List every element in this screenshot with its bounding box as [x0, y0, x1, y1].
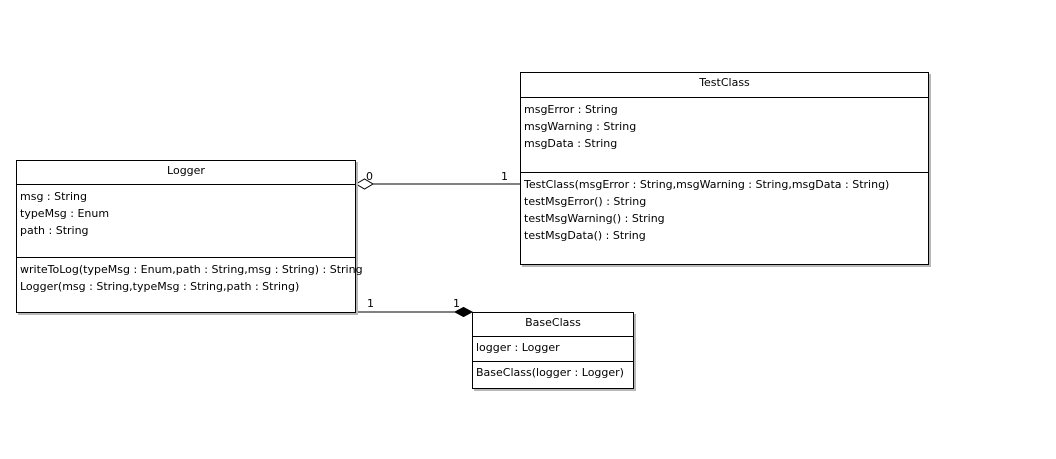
attribute-msg-error: msgError : String [524, 103, 618, 116]
multiplicity-logger-aggregation: 0 [366, 170, 373, 183]
attribute-msg: msg : String [20, 190, 87, 203]
operation-write-to-log: writeToLog(typeMsg : Enum,path : String,… [20, 263, 363, 276]
class-base-class-operations: BaseClass(logger : Logger) [473, 362, 633, 381]
class-logger-operations: writeToLog(typeMsg : Enum,path : String,… [17, 258, 363, 295]
class-base-class-name: BaseClass [473, 313, 633, 337]
operation-test-msg-data: testMsgData() : String [524, 229, 646, 242]
attribute-logger: logger : Logger [476, 341, 560, 354]
class-test-class-name: TestClass [521, 73, 928, 98]
attribute-path: path : String [20, 224, 89, 237]
class-logger-attributes: msg : String typeMsg : Enum path : Strin… [17, 185, 355, 258]
operation-logger-constructor: Logger(msg : String,typeMsg : String,pat… [20, 280, 300, 293]
attribute-msg-data: msgData : String [524, 137, 618, 150]
class-test-class[interactable]: TestClass msgError : String msgWarning :… [520, 72, 929, 265]
operation-base-class-constructor: BaseClass(logger : Logger) [476, 366, 624, 379]
operation-test-msg-error: testMsgError() : String [524, 195, 647, 208]
class-logger[interactable]: Logger msg : String typeMsg : Enum path … [16, 160, 363, 313]
operation-test-class-constructor: TestClass(msgError : String,msgWarning :… [524, 178, 890, 191]
class-logger-name: Logger [17, 161, 355, 185]
class-test-class-attributes: msgError : String msgWarning : String ms… [521, 98, 928, 173]
class-base-class[interactable]: BaseClass logger : Logger BaseClass(logg… [472, 312, 634, 389]
class-test-class-operations: TestClass(msgError : String,msgWarning :… [521, 173, 928, 244]
multiplicity-logger-composition: 1 [367, 297, 374, 310]
attribute-type-msg: typeMsg : Enum [20, 207, 110, 220]
class-base-class-attributes: logger : Logger [473, 337, 633, 362]
operation-test-msg-warning: testMsgWarning() : String [524, 212, 665, 225]
multiplicity-baseclass-composition: 1 [453, 297, 460, 310]
multiplicity-testclass-aggregation: 1 [501, 170, 508, 183]
aggregation-diamond [355, 178, 374, 190]
attribute-msg-warning: msgWarning : String [524, 120, 637, 133]
